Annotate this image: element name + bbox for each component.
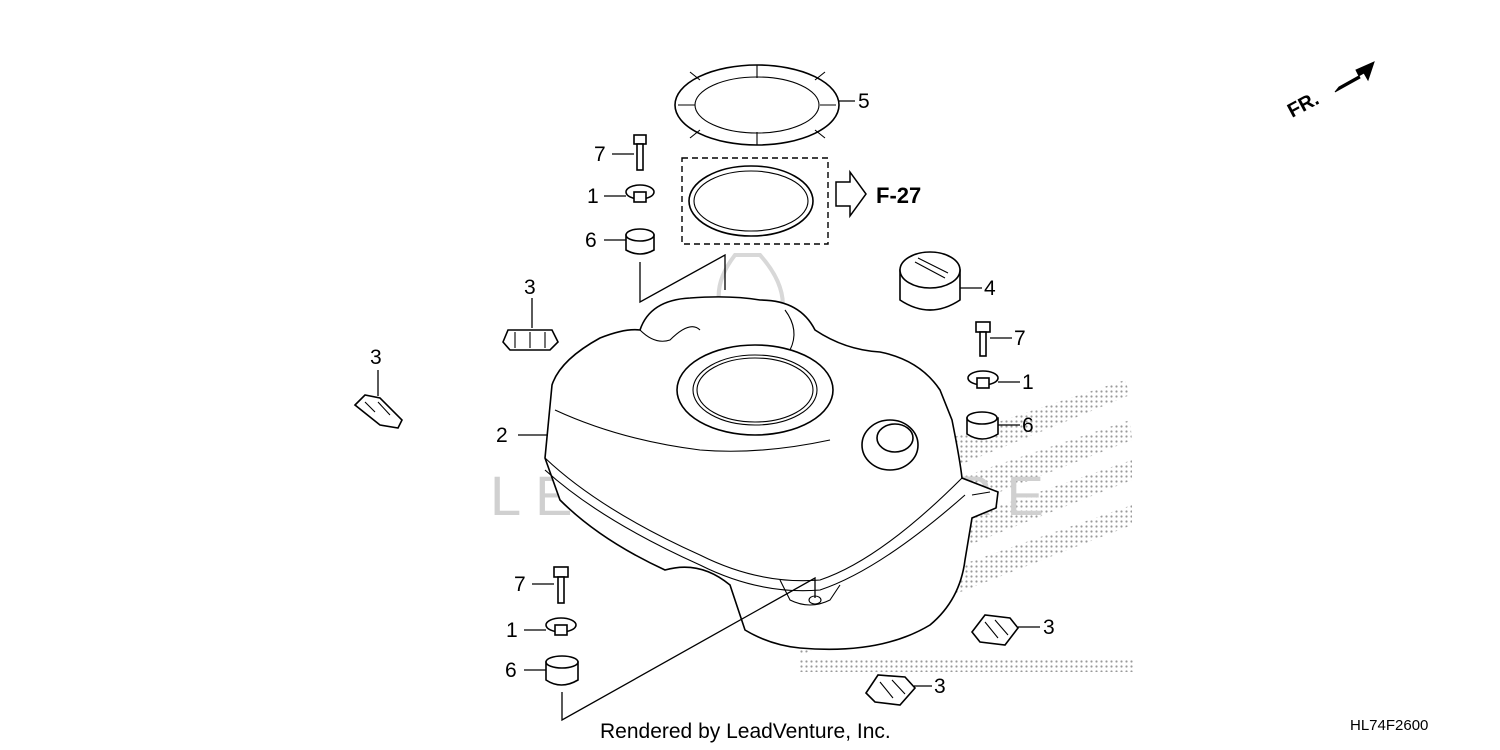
callout-6-lower: 6 [505, 659, 517, 682]
part-2-fuel-tank: 2 [496, 296, 999, 651]
fr-label: FR. [1284, 88, 1323, 123]
hardware-stack-lower: 7 1 6 [505, 566, 816, 722]
part-3-clip-right-b: 3 [864, 674, 946, 706]
callout-3-c: 3 [1043, 616, 1055, 639]
render-credit: Rendered by LeadVenture, Inc. [600, 720, 891, 743]
callout-6-right: 6 [1022, 414, 1034, 437]
reference-arrow-icon [835, 169, 867, 219]
reference-group-f27: F-27 [681, 157, 921, 245]
part-4-fuel-cap: 4 [899, 251, 996, 311]
callout-1-upper: 1 [587, 185, 599, 208]
callout-2: 2 [496, 424, 508, 447]
callout-7-upper: 7 [594, 143, 606, 166]
callout-3-a: 3 [524, 276, 536, 299]
front-direction-indicator: FR. [1284, 61, 1375, 123]
callout-5: 5 [858, 90, 870, 113]
part-3-clip-left-b: 3 [353, 346, 403, 429]
hardware-stack-upper: 7 1 6 [585, 134, 726, 304]
part-3-clip-right-a: 3 [970, 614, 1055, 646]
callout-4: 4 [984, 277, 996, 300]
callout-7-lower: 7 [514, 573, 526, 596]
front-arrow-icon [1334, 61, 1375, 93]
callout-3-d: 3 [934, 675, 946, 698]
drawing-code: HL74F2600 [1350, 717, 1428, 734]
callout-3-b: 3 [370, 346, 382, 369]
callout-1-lower: 1 [506, 619, 518, 642]
callout-7-right: 7 [1014, 327, 1026, 350]
callout-6-upper: 6 [585, 229, 597, 252]
part-3-clip-left-a: 3 [502, 276, 559, 351]
callout-1-right: 1 [1022, 371, 1034, 394]
reference-label: F-27 [876, 183, 921, 208]
part-5-setting-plate: 5 [674, 64, 870, 146]
hardware-stack-right: 7 1 6 [966, 321, 1034, 440]
